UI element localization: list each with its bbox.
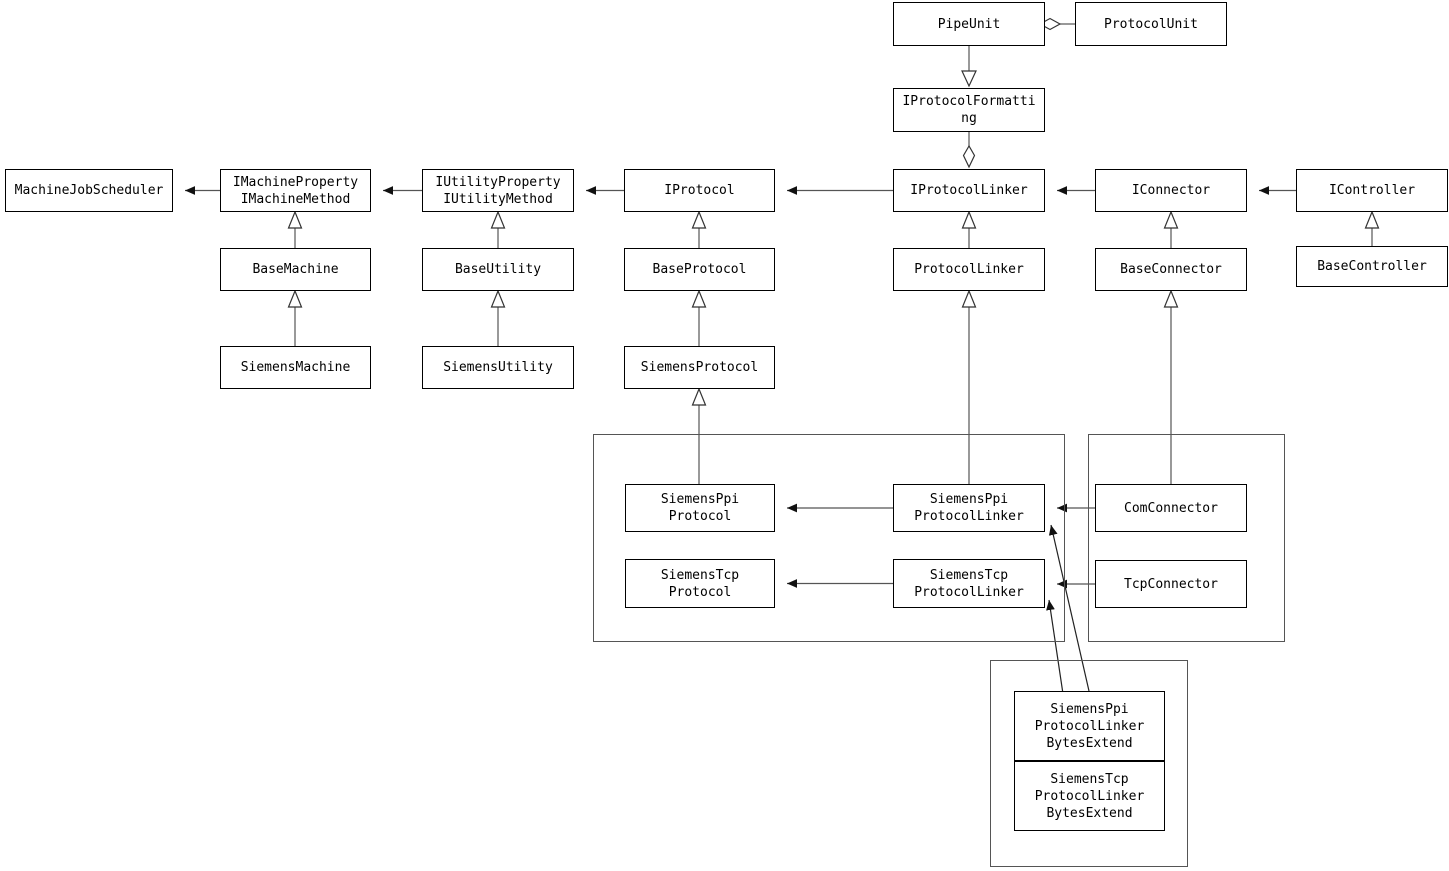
edge-basecontroller-to-icontroller — [1364, 210, 1380, 246]
edge-siemensprotocol-to-baseprotocol — [691, 289, 707, 346]
class-node-protocol-linker[interactable]: ProtocolLinker — [893, 248, 1045, 291]
edge-siemensmachine-to-basemachine — [287, 289, 303, 346]
edge-baseprotocol-to-iprotocol — [691, 210, 707, 248]
group-connector-group — [1088, 434, 1285, 642]
edge-pipeunit-to-iprotocolformatting — [961, 46, 977, 88]
edge-baseconnector-to-iconnector — [1163, 210, 1179, 248]
class-node-siemens-tcp-protocol[interactable]: SiemensTcp Protocol — [625, 559, 775, 608]
class-node-machine-job-scheduler[interactable]: MachineJobScheduler — [5, 169, 173, 212]
class-node-siemens-machine[interactable]: SiemensMachine — [220, 346, 371, 389]
group-bytes-extend-group — [990, 660, 1188, 867]
edge-siemensutility-to-baseutility — [490, 289, 506, 346]
class-node-siemens-ppi-protocol-linker[interactable]: SiemensPpi ProtocolLinker — [893, 484, 1045, 532]
edge-protocollinker-to-iprotocollinker — [961, 210, 977, 248]
class-node-protocol-unit[interactable]: ProtocolUnit — [1075, 2, 1227, 46]
class-node-iutility-property-iutility-method[interactable]: IUtilityProperty IUtilityMethod — [422, 169, 574, 212]
class-node-siemens-utility[interactable]: SiemensUtility — [422, 346, 574, 389]
class-node-iprotocol[interactable]: IProtocol — [624, 169, 775, 212]
edge-baseutility-to-iutility — [490, 210, 506, 248]
class-node-com-connector[interactable]: ComConnector — [1095, 484, 1247, 532]
class-node-imachine-property-imachine-method[interactable]: IMachineProperty IMachineMethod — [220, 169, 371, 212]
class-node-base-controller[interactable]: BaseController — [1296, 246, 1448, 287]
class-node-siemens-tcp-protocol-linker-bytes-extend[interactable]: SiemensTcp ProtocolLinker BytesExtend — [1014, 761, 1165, 831]
class-node-iconnector[interactable]: IConnector — [1095, 169, 1247, 212]
class-node-base-machine[interactable]: BaseMachine — [220, 248, 371, 291]
class-node-base-connector[interactable]: BaseConnector — [1095, 248, 1247, 291]
class-node-base-utility[interactable]: BaseUtility — [422, 248, 574, 291]
edge-iprotocolformatting-to-iprotocollinker — [962, 132, 976, 169]
class-node-siemens-ppi-protocol[interactable]: SiemensPpi Protocol — [625, 484, 775, 532]
class-node-base-protocol[interactable]: BaseProtocol — [624, 248, 775, 291]
class-node-iprotocol-linker[interactable]: IProtocolLinker — [893, 169, 1045, 212]
class-node-siemens-ppi-protocol-linker-bytes-extend[interactable]: SiemensPpi ProtocolLinker BytesExtend — [1014, 691, 1165, 761]
class-node-iprotocol-formatting[interactable]: IProtocolFormatti ng — [893, 88, 1045, 132]
group-protocol-linker-group — [593, 434, 1065, 642]
edge-basemachine-to-imachine — [287, 210, 303, 248]
edge-protocolunit-to-pipeunit — [1038, 17, 1075, 31]
class-node-siemens-protocol[interactable]: SiemensProtocol — [624, 346, 775, 389]
class-node-pipe-unit[interactable]: PipeUnit — [893, 2, 1045, 46]
class-node-siemens-tcp-protocol-linker[interactable]: SiemensTcp ProtocolLinker — [893, 559, 1045, 608]
class-node-icontroller[interactable]: IController — [1296, 169, 1448, 212]
class-node-tcp-connector[interactable]: TcpConnector — [1095, 560, 1247, 608]
